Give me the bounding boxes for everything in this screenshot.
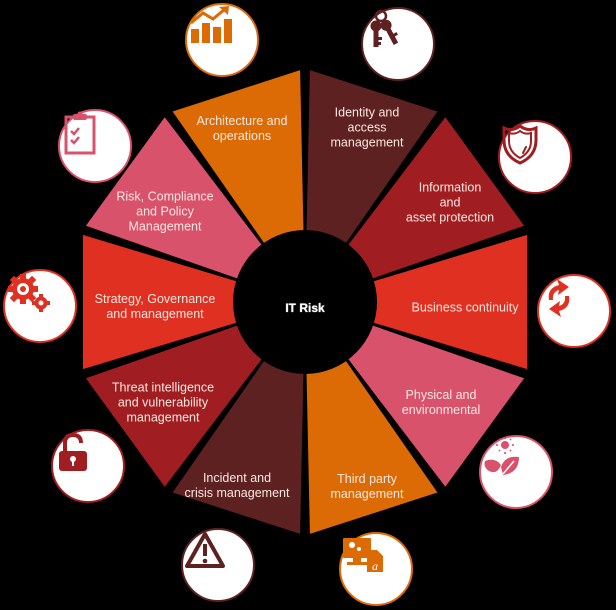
segment-incident	[172, 359, 304, 534]
segment-strategy	[82, 234, 239, 370]
segment-thirdparty	[306, 359, 438, 534]
gears-icon	[3, 269, 77, 343]
center-title: IT Risk	[285, 301, 325, 315]
svg-text:a: a	[372, 559, 378, 573]
unlock-icon	[51, 429, 125, 503]
segment-threat	[85, 325, 263, 487]
plant-sun-icon	[479, 435, 553, 509]
segment-physical	[347, 325, 525, 487]
segment-risk	[85, 117, 263, 279]
clipboard-check-icon	[58, 109, 132, 183]
segment-label-business: Business continuity	[411, 300, 519, 315]
segment-information	[347, 117, 525, 279]
segment-identity	[306, 70, 438, 245]
shield-icon	[498, 120, 572, 194]
refresh-icon	[537, 274, 611, 348]
computer-document-icon: a	[339, 532, 413, 606]
center-hub	[233, 230, 377, 374]
warning-icon	[181, 528, 255, 602]
segment-business	[372, 234, 528, 370]
keys-icon	[361, 7, 435, 81]
segment-architecture	[172, 70, 304, 245]
growth-chart-icon	[185, 3, 259, 77]
